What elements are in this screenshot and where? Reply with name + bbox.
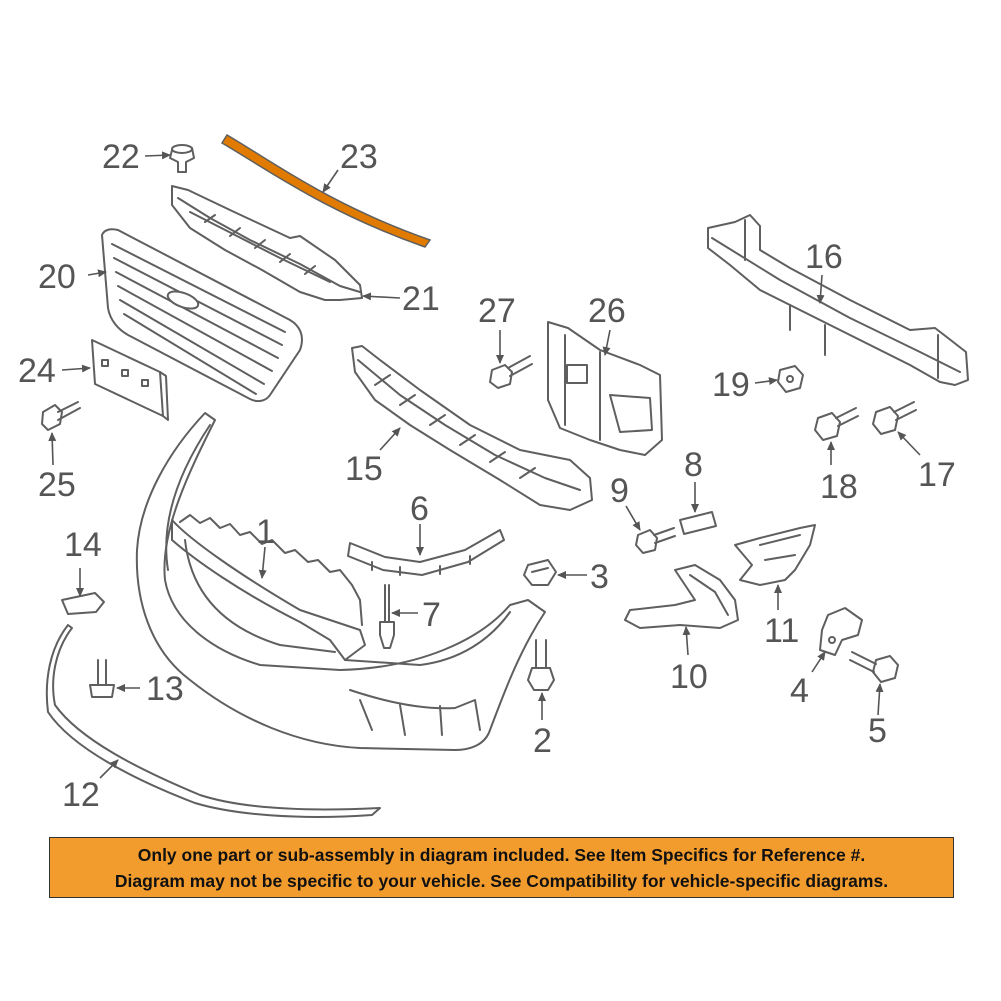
- callout-13: 13: [146, 670, 184, 708]
- part-18-bolt: [814, 407, 859, 441]
- part-12-lower-lip: [45, 624, 381, 818]
- part-16-reinforcement-beam: [707, 214, 969, 386]
- part-25-bolt: [41, 401, 81, 431]
- callout-17: 17: [918, 456, 956, 494]
- part-19-nut: [777, 365, 804, 393]
- callout-1: 1: [256, 513, 275, 551]
- callout-21: 21: [402, 280, 440, 318]
- callout-5: 5: [868, 712, 887, 750]
- part-10-garnish: [624, 564, 739, 629]
- callout-24: 24: [18, 352, 56, 390]
- part-20-grille: [101, 228, 303, 403]
- callout-labels: 22 23 21 20 24 25 1 6 7 3 15 27 26 16 19…: [18, 138, 956, 814]
- part-23-molding-strip: [220, 133, 432, 248]
- part-8-clip: [679, 511, 717, 535]
- callout-15: 15: [345, 450, 383, 488]
- callout-3: 3: [590, 558, 609, 596]
- leader-lines: [48, 151, 921, 779]
- callout-12: 12: [62, 776, 100, 814]
- part-21-grille-bracket: [171, 185, 363, 301]
- part-15-absorber: [351, 345, 593, 511]
- callout-16: 16: [805, 238, 843, 276]
- part-22-clip: [169, 144, 195, 173]
- part-9-bolt: [635, 527, 676, 554]
- part-6-side-bracket: [347, 529, 505, 576]
- callout-2: 2: [533, 722, 552, 760]
- callout-20: 20: [38, 258, 76, 296]
- part-4-bracket: [819, 607, 863, 656]
- part-1-bumper-cover: [135, 412, 546, 751]
- callout-7: 7: [422, 596, 441, 634]
- disclaimer-line-2: Diagram may not be specific to your vehi…: [114, 870, 889, 891]
- callout-25: 25: [38, 466, 76, 504]
- callout-10: 10: [670, 658, 708, 696]
- callout-9: 9: [610, 472, 629, 510]
- part-26-bracket: [547, 321, 663, 456]
- part-3-clip: [523, 559, 557, 586]
- part-5-bolt: [849, 651, 899, 683]
- part-7-pin: [379, 584, 395, 649]
- callout-4: 4: [790, 672, 809, 710]
- part-24-plate-bracket: [91, 339, 169, 421]
- part-17-bolt: [872, 401, 917, 435]
- callout-27: 27: [478, 292, 516, 330]
- callout-18: 18: [820, 468, 858, 506]
- callout-11: 11: [764, 612, 799, 650]
- part-14-clip: [61, 592, 105, 615]
- disclaimer-banner: Only one part or sub-assembly in diagram…: [49, 837, 954, 898]
- callout-23: 23: [340, 138, 378, 176]
- disclaimer-line-1: Only one part or sub-assembly in diagram…: [137, 844, 866, 865]
- part-27-bolt: [489, 355, 533, 389]
- callout-22: 22: [102, 138, 140, 176]
- callout-26: 26: [588, 292, 626, 330]
- callout-8: 8: [684, 446, 703, 484]
- part-2-bolt: [527, 639, 555, 691]
- callout-14: 14: [64, 526, 102, 564]
- callout-19: 19: [712, 366, 750, 404]
- part-13-screw: [89, 659, 115, 698]
- callout-6: 6: [410, 490, 429, 528]
- part-11-bracket: [734, 524, 816, 586]
